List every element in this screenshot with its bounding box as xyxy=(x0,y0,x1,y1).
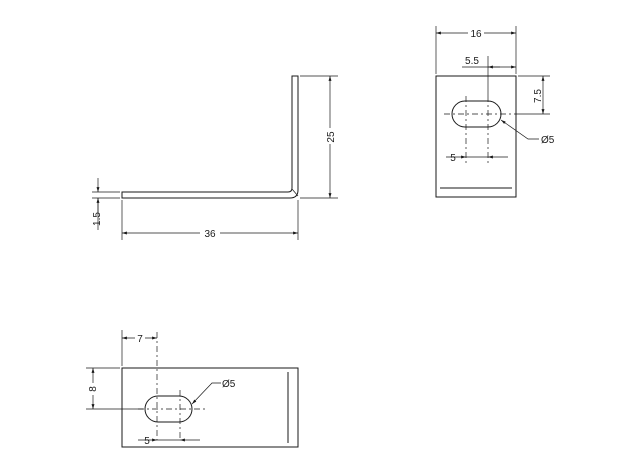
dim-width-text: 16 xyxy=(470,29,482,40)
dim-slot-from-top-text: 7.5 xyxy=(533,89,544,103)
end-view-outline xyxy=(435,75,517,198)
dimension-thickness: 1.5 xyxy=(92,178,120,230)
diameter-callout: Ø5 xyxy=(500,119,555,146)
dim-slot-offset-text: 5.5 xyxy=(465,56,479,67)
dimension-width: 16 xyxy=(435,26,517,74)
end-view: 16 5.5 7.5 5 Ø5 xyxy=(435,26,555,198)
dim-plan-slot-from-top-text: 8 xyxy=(88,386,99,392)
dimension-plan-slot-length: 5 xyxy=(138,436,200,447)
bracket-profile xyxy=(121,75,299,199)
dimension-slot-offset: 5.5 xyxy=(462,56,516,96)
dim-plan-slot-diameter-text: Ø5 xyxy=(222,379,236,390)
plan-view-outline xyxy=(121,367,299,448)
dim-slot-diameter-text: Ø5 xyxy=(541,135,555,146)
plan-diameter-callout: Ø5 xyxy=(191,379,236,405)
dimension-slot-length: 5 xyxy=(446,153,508,164)
dim-plan-slot-length-text: 5 xyxy=(144,436,150,447)
plan-slot-outline xyxy=(144,395,193,423)
dimension-plan-slot-offset: 7 xyxy=(121,330,157,366)
dim-height-text: 25 xyxy=(326,131,337,143)
plan-view: 7 8 5 Ø5 xyxy=(86,330,299,448)
dim-thickness-text: 1.5 xyxy=(92,212,103,226)
side-view: 25 36 1.5 xyxy=(92,75,338,240)
dim-plan-slot-offset-text: 7 xyxy=(137,334,143,345)
dimension-length: 36 xyxy=(121,200,299,240)
dimension-plan-slot-from-top: 8 xyxy=(86,367,143,410)
dimension-height: 25 xyxy=(300,75,338,199)
dim-slot-length-text: 5 xyxy=(450,153,456,164)
dim-length-text: 36 xyxy=(204,229,216,240)
dimension-slot-from-top: 7.5 xyxy=(514,75,550,115)
